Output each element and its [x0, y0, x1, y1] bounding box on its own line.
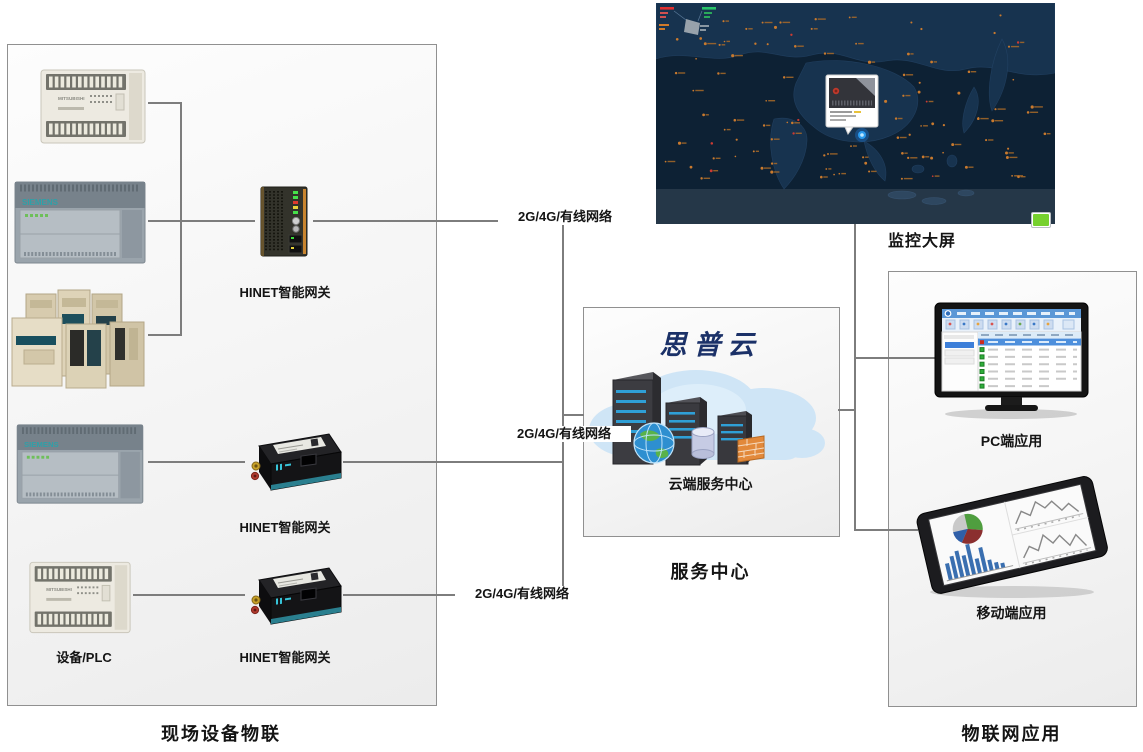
connection-line [854, 357, 936, 359]
iot-apps-caption: 物联网应用 [961, 724, 1062, 744]
line-chart [1014, 500, 1084, 531]
plc-siemens-image: SIEMENS [12, 421, 148, 507]
monitor-bus-line [854, 224, 856, 530]
din-gateway-image [255, 183, 313, 260]
connection-line [148, 102, 181, 104]
network-label: 2G/4G/有线网络 [455, 586, 589, 602]
connection-line [148, 461, 245, 463]
service-center-caption: 服务中心 [670, 562, 751, 582]
map-legend [659, 7, 716, 35]
gateway-caption: HINET智能网关 [239, 650, 331, 665]
globe-icon [633, 422, 675, 464]
plc-brand-text: MITSUBISHI [46, 587, 72, 592]
network-label: 2G/4G/有线网络 [497, 426, 631, 442]
fullscreen-icon [1031, 212, 1051, 228]
plc-brand-text: MITSUBISHI [58, 96, 85, 101]
bar-chart [944, 543, 1006, 581]
cloud-caption: 云端服务中心 [668, 476, 753, 492]
tablet-illustration [910, 470, 1115, 602]
network-trunk-line [562, 220, 564, 595]
connection-line [854, 529, 918, 531]
plc-caption: 设备/PLC [56, 650, 112, 665]
connection-line [838, 409, 855, 411]
firewall-icon [737, 435, 765, 463]
monitor-wall-caption: 监控大屏 [887, 233, 956, 250]
connection-line [562, 414, 584, 416]
plc-group-image [10, 288, 148, 390]
box-gateway-image [245, 562, 343, 640]
cloud-brand-title: 思普云 [659, 330, 762, 361]
plc-brand-text: SIEMENS [22, 198, 59, 207]
connection-line [313, 220, 563, 222]
connection-line [133, 594, 245, 596]
cloud-servers-illustration [586, 358, 826, 476]
pc-app-caption: PC端应用 [980, 433, 1043, 449]
plc-siemens-image: SIEMENS [12, 178, 148, 267]
plc-mitsubishi-image: MITSUBISHI [38, 64, 148, 148]
mobile-app-caption: 移动端应用 [976, 605, 1047, 621]
network-label: 2G/4G/有线网络 [498, 209, 632, 225]
pie-chart [952, 513, 983, 544]
connection-line [180, 102, 182, 336]
gateway-caption: HINET智能网关 [239, 285, 331, 300]
pc-monitor-illustration [933, 302, 1090, 420]
map-popup [825, 74, 879, 142]
plc-brand-text: SIEMENS [24, 440, 59, 449]
connection-line [148, 220, 255, 222]
gateway-caption: HINET智能网关 [239, 520, 331, 535]
line-chart [1022, 533, 1092, 566]
connection-line [148, 334, 181, 336]
map-dots-layer [664, 14, 1051, 180]
database-icon [691, 427, 715, 459]
connection-line [343, 594, 563, 596]
box-gateway-image [245, 428, 343, 506]
connection-line [343, 461, 563, 463]
field-box-caption: 现场设备物联 [161, 724, 281, 744]
map-screen [656, 3, 1055, 224]
plc-mitsubishi-image: MITSUBISHI [27, 556, 133, 638]
